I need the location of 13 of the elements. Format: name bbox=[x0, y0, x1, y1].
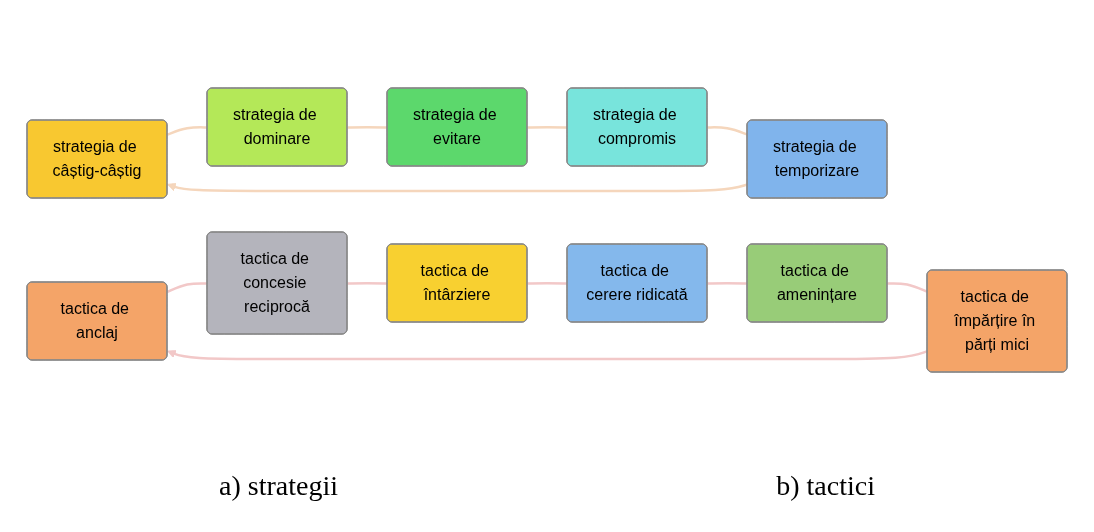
connector bbox=[347, 281, 388, 285]
connector bbox=[527, 281, 568, 285]
arrow bbox=[167, 182, 748, 193]
figure-caption: a) strategii bbox=[219, 470, 339, 502]
connector bbox=[707, 281, 748, 285]
connector bbox=[347, 125, 388, 129]
connector bbox=[887, 282, 928, 294]
arrow bbox=[167, 349, 928, 361]
figure-caption: b) tactici bbox=[776, 470, 875, 502]
connector bbox=[167, 126, 208, 136]
connector bbox=[167, 282, 208, 294]
connector bbox=[707, 126, 748, 136]
connector bbox=[527, 125, 568, 129]
